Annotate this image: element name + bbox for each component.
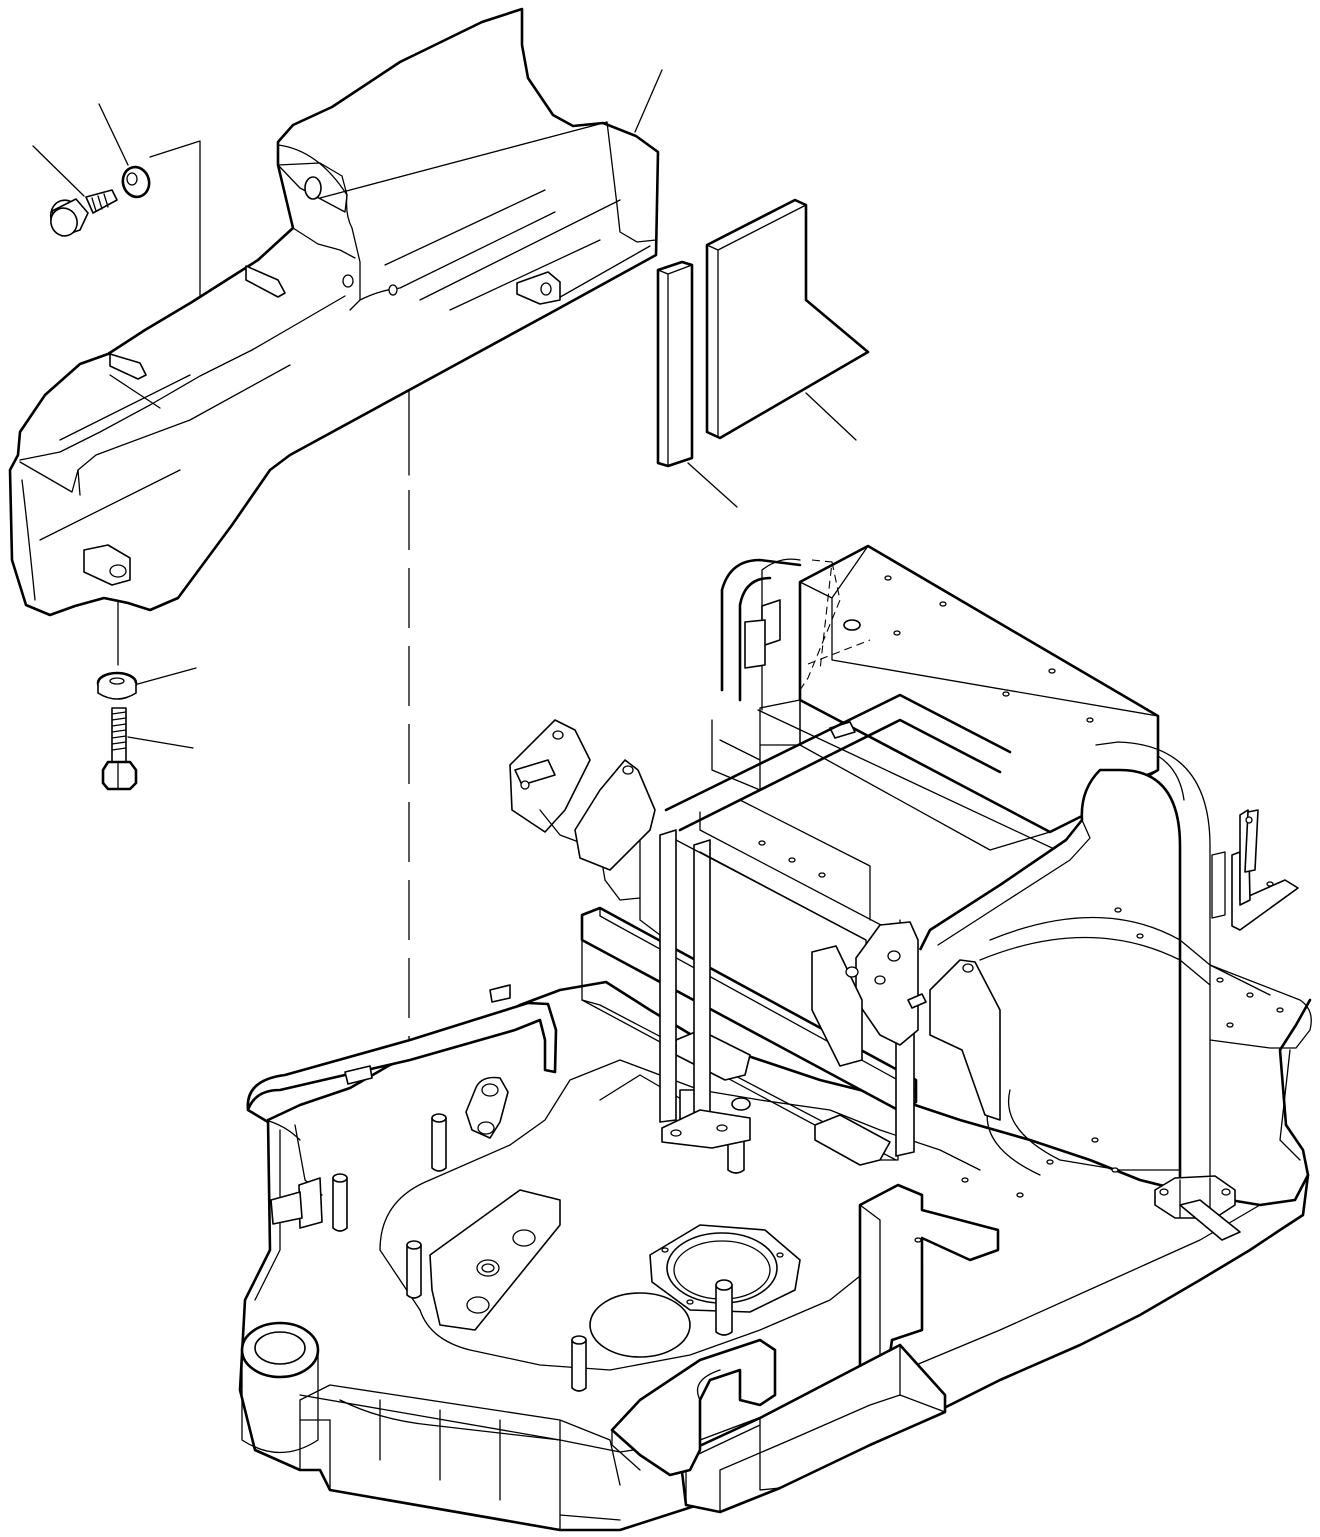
leader-lines bbox=[32, 69, 857, 749]
plate-icon bbox=[705, 198, 870, 440]
bolt-upper-icon bbox=[49, 189, 118, 237]
washer-upper-icon bbox=[121, 165, 151, 199]
spacer-icon bbox=[656, 260, 694, 468]
frame-icon bbox=[238, 544, 1312, 1532]
bolt-lower-icon bbox=[101, 707, 138, 791]
cover-plate-icon bbox=[8, 7, 660, 617]
washer-lower-icon bbox=[96, 671, 138, 700]
